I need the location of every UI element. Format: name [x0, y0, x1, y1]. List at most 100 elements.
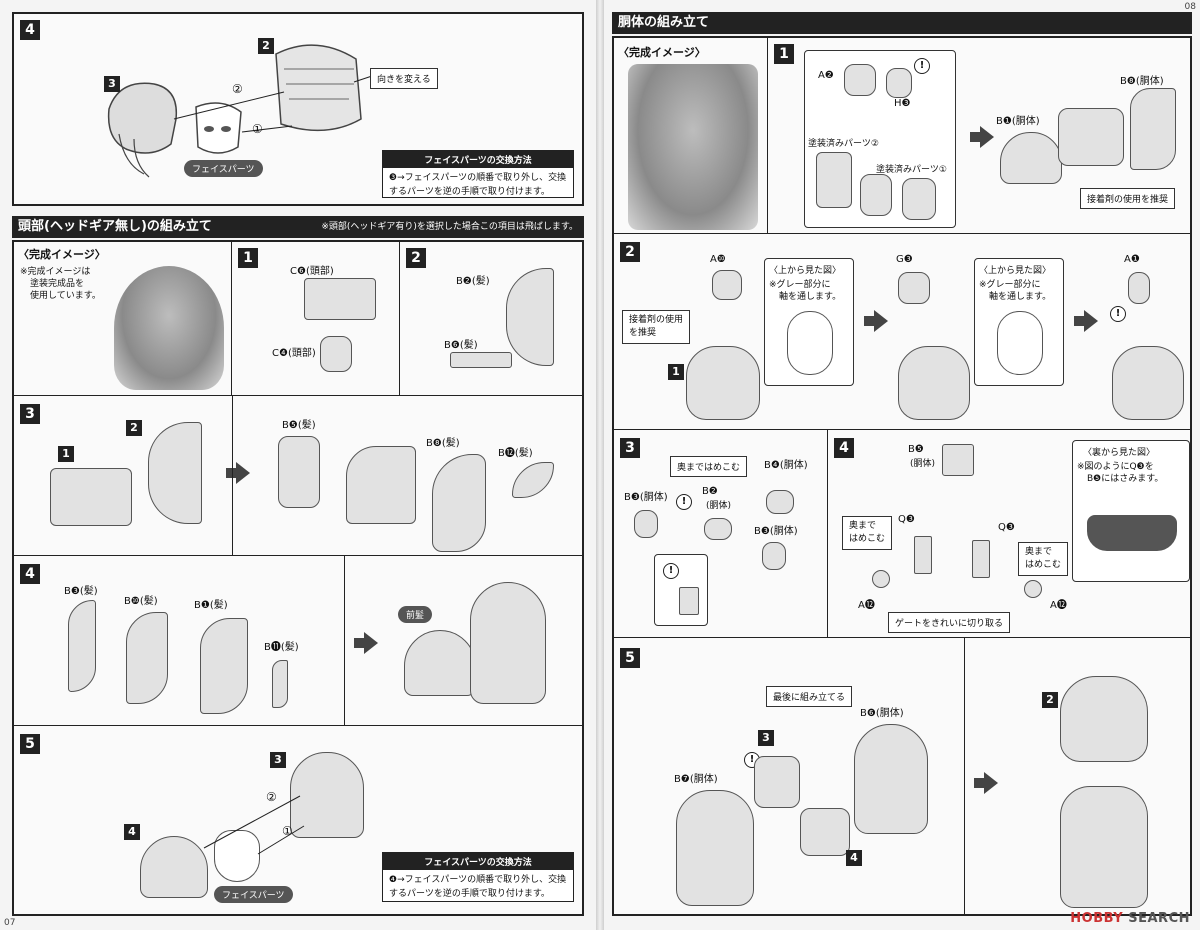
glue-line1: 接着剤の使用 — [629, 315, 684, 325]
label-b12: B⓬(髪) — [498, 448, 533, 459]
circle-1: ① — [252, 122, 263, 136]
next-arrow — [970, 126, 994, 148]
body-step2-cell: 2 A❿ 接着剤の使用を推奨 1 〈上から見た図〉 ※グレー部分に 軸を通します… — [614, 234, 1190, 430]
back-part-b8 — [1130, 88, 1176, 170]
hair-front-part — [432, 454, 486, 552]
hair-side-part — [278, 436, 320, 508]
neck-ball-part — [1128, 272, 1150, 304]
part-number-1: 1 — [668, 364, 684, 380]
top-view-title: 〈上から見た図〉 — [979, 266, 1052, 276]
head-assembly-part — [346, 446, 416, 524]
step5-leader-lines — [203, 795, 305, 855]
joint-assembly-4 — [800, 808, 850, 856]
rotate-note: 向きを変える — [370, 68, 438, 89]
label-b2: B❷(髪) — [456, 276, 490, 287]
label-b6: B❻(髪) — [444, 340, 478, 351]
ball-a12-left — [872, 570, 890, 588]
info-line1: ❸→フェイスパーツの順番で取り外し、交換 — [389, 173, 567, 183]
torso-part — [686, 346, 760, 420]
caution-icon: ! — [663, 563, 679, 579]
body-step5-cell: 5 最後に組み立てる B❻(胴体) 3 ! B❼(胴体) 4 2 — [614, 638, 1190, 914]
label-b8: B❽(髪) — [426, 438, 460, 449]
part-number-1: 1 — [58, 446, 74, 462]
torso-part — [1112, 346, 1184, 420]
circle-1: ① — [282, 824, 293, 838]
divider — [232, 396, 233, 555]
gate-note: ゲートをきれいに切り取る — [888, 612, 1011, 633]
painted-part-1-shape — [902, 178, 936, 220]
label-b4: B❹(胴体) — [764, 460, 808, 471]
label-b2-body: (胴体) — [706, 501, 732, 511]
step-number: 1 — [774, 44, 794, 64]
label-a1: A❶ — [1124, 254, 1140, 265]
hair-assembly-part — [290, 752, 364, 838]
info-title: フェイスパーツの交換方法 — [383, 853, 573, 870]
part-number-3: 3 — [758, 730, 774, 746]
face-part — [195, 102, 242, 154]
label-b11: B⓫(髪) — [264, 642, 299, 653]
back-view-note1: ※図のようにQ❸を — [1077, 462, 1154, 472]
top-view-note1: ※グレー部分に — [769, 280, 831, 290]
label-b3-right: B❸(胴体) — [754, 526, 798, 537]
body-section-title: 胴体の組み立て — [618, 15, 710, 30]
info-line2: するパーツを逆の手順で取り付けます。 — [389, 889, 550, 899]
part-b5 — [942, 444, 974, 476]
hair-lock-part — [126, 612, 168, 704]
top-view-note2: 軸を通します。 — [989, 292, 1052, 302]
divider — [344, 556, 345, 725]
face-parts-pill: フェイスパーツ — [214, 886, 293, 903]
page-number-left: 07 — [4, 918, 16, 928]
body-photo — [628, 64, 758, 230]
painted-part-1: 塗装済みパーツ① — [876, 165, 947, 175]
top-view-title: 〈上から見た図〉 — [769, 266, 842, 276]
push-line2: はめこむ — [1025, 560, 1062, 570]
step-number: 2 — [406, 248, 426, 268]
part-number-3: 3 — [270, 752, 286, 768]
label-c6: C❻(頭部) — [290, 266, 334, 277]
step-number: 5 — [20, 734, 40, 754]
back-view-callout: 〈裏から見た図〉 ※図のようにQ❸を B❺にはさみます。 — [1072, 440, 1190, 582]
head-assembly-part — [50, 468, 132, 526]
glue-note: 接着剤の使用を推奨 — [1080, 188, 1176, 209]
label-g3: G❸ — [896, 254, 913, 265]
push-in-right: 奥まではめこむ — [1018, 542, 1069, 576]
head-step1-cell: 1 C❻(頭部) C❹(頭部) — [232, 242, 400, 396]
info-line2: するパーツを逆の手順で取り付けます。 — [389, 187, 550, 197]
top-view-2: 〈上から見た図〉 ※グレー部分に 軸を通します。 — [974, 258, 1064, 386]
joint-part-a2 — [844, 64, 876, 96]
label-b1: B❶(髪) — [194, 600, 228, 611]
head-step4-cell: 4 B❸(髪) B❿(髪) B❶(髪) B⓫(髪) 前髪 — [14, 556, 582, 726]
ball-a12-right — [1024, 580, 1042, 598]
joint-assembly-3 — [754, 756, 800, 808]
next-arrow — [1074, 310, 1098, 332]
part-number-2: 2 — [258, 38, 274, 54]
label-q3-right: Q❸ — [998, 522, 1015, 533]
hair-strand-part — [512, 462, 554, 498]
head-step2-cell: 2 B❷(髪) B❻(髪) — [400, 242, 582, 396]
circle-2: ② — [232, 82, 243, 96]
label-b5: B❺(髪) — [282, 420, 316, 431]
right-page: 胴体の組み立て 〈完成イメージ〉 1 A❷ ! H❸ 塗装済みパーツ② 塗装済み… — [604, 0, 1200, 930]
push-line1: 奥まで — [1025, 547, 1053, 557]
torso-part — [898, 346, 970, 420]
chest-front-part — [1000, 132, 1062, 184]
lower-torso-assembled — [1060, 786, 1148, 908]
hobby-search-watermark: HOBBY SEARCH — [1070, 911, 1190, 926]
painted-part-2: 塗装済みパーツ② — [808, 139, 879, 149]
step-number: 2 — [620, 242, 640, 262]
hair-tip-part — [272, 660, 288, 708]
detail-part — [679, 587, 699, 615]
top-view-note2: 軸を通します。 — [779, 292, 842, 302]
push-in-note: 奥まではめこむ — [670, 456, 748, 477]
assembled-joint — [860, 174, 892, 216]
joint-b3-left — [634, 510, 658, 538]
step4-headgear-frame: 4 2 3 ② ① 向きを変える フェイスパーツ フェイスパーツの交換方法 — [12, 12, 584, 206]
push-line2: はめこむ — [849, 534, 886, 544]
head-step5-cell: 5 3 4 ② ① フェイスパーツ フェイスパーツの交換方法 ❹→フェイスパーツ… — [14, 726, 582, 914]
neck-joint-part — [898, 272, 930, 304]
complete-image-title: 〈完成イメージ〉 — [18, 248, 106, 261]
back-view-note2: B❺にはさみます。 — [1087, 474, 1164, 484]
part-number-2: 2 — [126, 420, 142, 436]
next-arrow — [226, 462, 250, 484]
neck-joint-part — [712, 270, 742, 300]
